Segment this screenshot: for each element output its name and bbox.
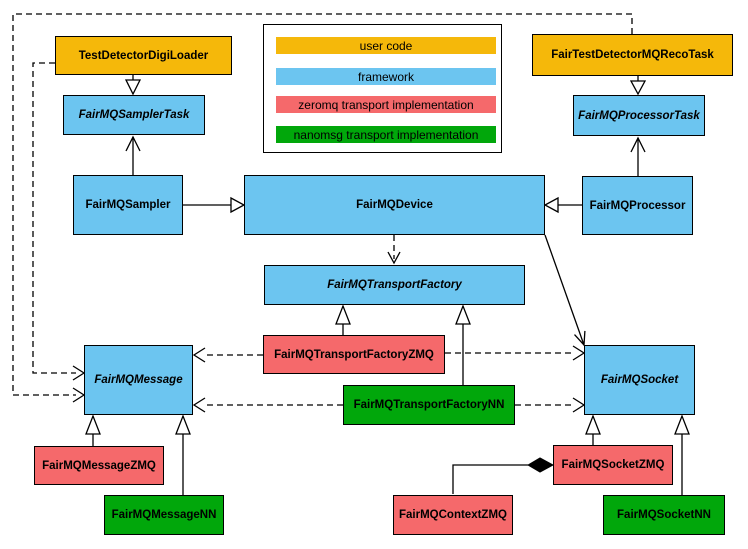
class-label: FairMQSamplerTask xyxy=(78,109,190,121)
class-box-fairmqdevice: FairMQDevice xyxy=(244,175,545,235)
edge-dependency-tfzmq-socket xyxy=(445,345,586,361)
class-label: FairMQMessage xyxy=(94,374,183,386)
class-box-fairmqcontextzmq: FairMQContextZMQ xyxy=(393,495,513,535)
legend-item-zeromq: zeromq transport implementation xyxy=(276,96,496,113)
class-label: FairMQMessageNN xyxy=(111,509,217,521)
class-label: FairMQTransportFactoryNN xyxy=(353,399,505,411)
class-label: FairMQTransportFactory xyxy=(327,279,462,291)
legend-label-framework: framework xyxy=(357,69,414,84)
class-label: FairMQContextZMQ xyxy=(399,509,507,521)
edge-inheritance-sampler-device xyxy=(183,196,246,214)
class-box-fairmqtransportfactory: FairMQTransportFactory xyxy=(264,265,525,305)
edge-dependency-tfnn-socket xyxy=(515,397,586,413)
class-box-fairmqtransportfactoryzmq: FairMQTransportFactoryZMQ xyxy=(263,335,445,374)
legend-label-nanomsg: nanomsg transport implementation xyxy=(293,127,479,142)
edge-inheritance-tfnn-transportfactory xyxy=(455,304,471,385)
class-box-fairmqsampler: FairMQSampler xyxy=(73,175,183,235)
class-label: TestDetectorDigiLoader xyxy=(78,49,209,62)
class-box-fairmqsocketnn: FairMQSocketNN xyxy=(603,495,725,535)
legend-item-framework: framework xyxy=(276,68,496,85)
legend-label-user-code: user code xyxy=(359,38,413,53)
edge-dependency-tfnn-message xyxy=(192,397,343,413)
class-box-fairmqmessagezmq: FairMQMessageZMQ xyxy=(34,446,164,485)
edge-inheritance-processor-device xyxy=(543,196,582,214)
legend-item-user-code: user code xyxy=(276,37,496,54)
class-label: FairMQTransportFactoryZMQ xyxy=(274,348,434,361)
class-box-fairmqsocketzmq: FairMQSocketZMQ xyxy=(553,445,673,485)
legend-item-nanomsg: nanomsg transport implementation xyxy=(276,126,496,143)
class-label: FairTestDetectorMQRecoTask xyxy=(551,49,714,61)
class-box-fairmqmessagenn: FairMQMessageNN xyxy=(104,495,224,535)
edge-inheritance-socketnn-socket xyxy=(674,414,690,495)
class-box-fairmqprocessortask: FairMQProcessorTask xyxy=(573,95,705,136)
edge-inheritance-messagezmq-message xyxy=(85,414,101,446)
class-box-fairtestdetectormqrecotask: FairTestDetectorMQRecoTask xyxy=(532,34,733,76)
class-label: FairMQSocket xyxy=(600,374,679,386)
edge-inheritance-messagenn-message xyxy=(175,414,191,495)
edge-inheritance-tfzmq-transportfactory xyxy=(335,304,351,335)
class-label: FairMQProcessorTask xyxy=(578,109,700,122)
legend-label-zeromq: zeromq transport implementation xyxy=(298,97,474,112)
class-box-fairmqsamplertask: FairMQSamplerTask xyxy=(63,95,205,135)
class-label: FairMQSocketZMQ xyxy=(561,459,665,471)
edge-inheritance-recotask-processortask xyxy=(629,76,647,96)
edge-composition-contextzmq-socketzmq xyxy=(452,457,555,494)
class-box-fairmqtransportfactorynn: FairMQTransportFactoryNN xyxy=(343,385,515,425)
class-label: FairMQSampler xyxy=(85,199,171,211)
class-box-testdetectordigiloader: TestDetectorDigiLoader xyxy=(55,36,232,75)
edge-dependency-device-transportfactory xyxy=(387,235,401,265)
class-box-fairmqsocket: FairMQSocket xyxy=(584,345,695,415)
class-label: FairMQProcessor xyxy=(589,199,686,212)
class-label: FairMQSocketNN xyxy=(617,509,711,521)
edge-inheritance-sampler-samplertask xyxy=(125,135,141,175)
edge-inheritance-processor-processortask xyxy=(630,136,646,176)
class-label: FairMQMessageZMQ xyxy=(42,459,156,472)
edge-inheritance-digiloader-samplertask xyxy=(124,75,142,96)
edge-inheritance-socketzmq-socket xyxy=(585,414,601,445)
class-box-fairmqmessage: FairMQMessage xyxy=(84,345,193,415)
legend-box: user code framework zeromq transport imp… xyxy=(263,24,502,153)
class-label: FairMQDevice xyxy=(356,199,433,211)
class-box-fairmqprocessor: FairMQProcessor xyxy=(582,176,693,235)
edge-dependency-tfzmq-message xyxy=(192,347,263,363)
edge-association-device-socket xyxy=(544,234,586,347)
